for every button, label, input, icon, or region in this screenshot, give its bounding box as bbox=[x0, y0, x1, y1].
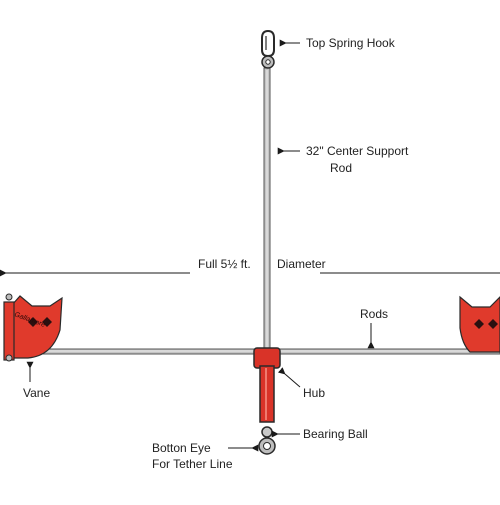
bearing-ball bbox=[261, 426, 273, 438]
label-bottom-eye-line2: For Tether Line bbox=[152, 457, 233, 471]
label-top-spring-hook: Top Spring Hook bbox=[306, 36, 396, 50]
label-vane: Vane bbox=[23, 386, 50, 400]
diameter-label: Diameter bbox=[277, 257, 326, 271]
label-hub: Hub bbox=[303, 386, 325, 400]
left-vane: Gallamore bbox=[3, 293, 63, 362]
hub bbox=[253, 347, 281, 423]
label-rods: Rods bbox=[360, 307, 388, 321]
label-center-rod-line2: Rod bbox=[330, 161, 352, 175]
label-bearing-ball: Bearing Ball bbox=[303, 427, 368, 441]
center-support-rod bbox=[263, 67, 271, 353]
bottom-eye bbox=[258, 437, 276, 455]
label-bottom-eye-line1: Botton Eye bbox=[152, 441, 211, 455]
diameter-full-label: Full 5½ ft. bbox=[198, 257, 251, 271]
label-center-rod-line1: 32" Center Support bbox=[306, 144, 409, 158]
hub-arrow bbox=[277, 367, 301, 388]
right-vane bbox=[459, 295, 500, 353]
top-spring-hook bbox=[261, 29, 275, 69]
